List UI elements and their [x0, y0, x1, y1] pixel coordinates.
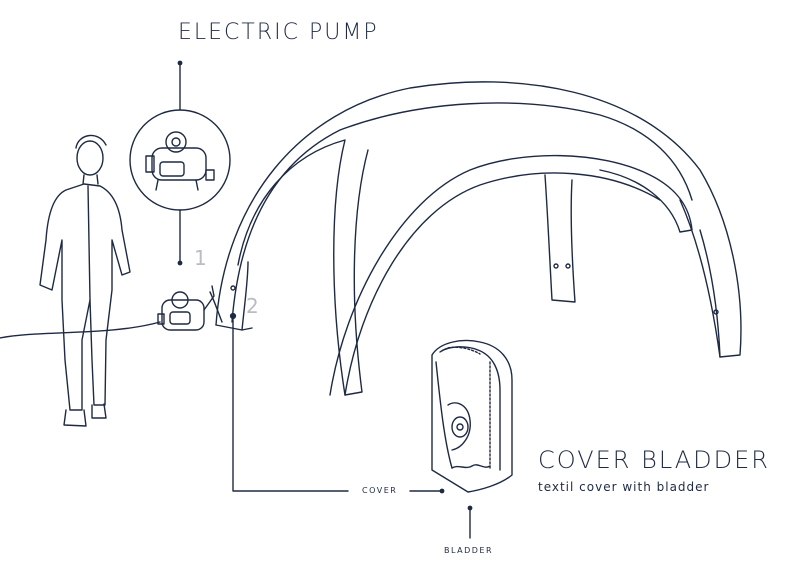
cover-label: COVER [362, 486, 398, 495]
step-number-2: 2 [246, 294, 259, 318]
person-figure-icon [39, 134, 131, 427]
bladder-subtitle: textil cover with bladder [538, 480, 710, 494]
cover-leader-dot [439, 488, 445, 494]
pump-title: ELECTRIC PUMP [178, 20, 379, 45]
inflatable-tent-icon [215, 81, 742, 396]
electric-pump-icon [157, 285, 215, 331]
bladder-label: BLADDER [444, 546, 494, 555]
bladder-title: COVER BLADDER [538, 446, 770, 474]
electric-pump-icon [145, 131, 215, 191]
pump-connector-hose [209, 291, 223, 323]
pump-callout-circle [129, 109, 231, 211]
step-number-1: 1 [194, 246, 207, 270]
pump-hose [0, 321, 161, 339]
cover-bladder-cutaway-icon [431, 339, 513, 493]
pump-callout-dot-bottom [177, 260, 183, 266]
pump-callout-dot-top [177, 60, 183, 66]
cover-leader-line [232, 315, 349, 492]
